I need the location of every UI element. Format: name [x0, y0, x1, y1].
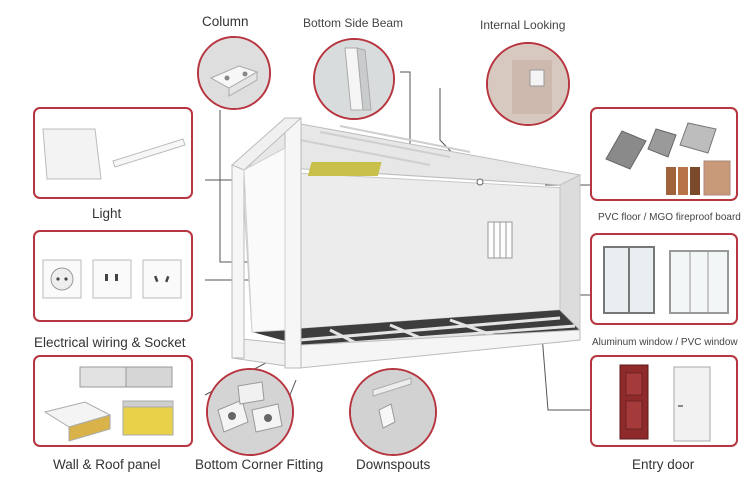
bottom-corner-fitting-photo	[206, 368, 294, 456]
column-photo	[197, 36, 271, 110]
label-pvc-floor: PVC floor / MGO fireproof board	[598, 212, 741, 223]
entry-door-box	[590, 355, 738, 447]
internal-looking-photo	[486, 42, 570, 126]
downspouts-photo	[349, 368, 437, 456]
bottom-side-beam-photo	[313, 38, 395, 120]
label-wall-roof-panel: Wall & Roof panel	[53, 457, 161, 472]
label-electrical: Electrical wiring & Socket	[34, 335, 186, 350]
label-internal-looking: Internal Looking	[480, 18, 566, 32]
label-bottom-side-beam: Bottom Side Beam	[303, 16, 404, 30]
label-bottom-corner-fitting: Bottom Corner Fitting	[195, 457, 324, 472]
label-column: Column	[202, 14, 249, 29]
light-box	[33, 107, 193, 199]
window-box	[590, 233, 738, 325]
pvc-floor-box	[590, 107, 738, 201]
label-light: Light	[92, 206, 122, 221]
wall-roof-panel-box	[33, 355, 193, 447]
electrical-box	[33, 230, 193, 322]
label-window: Aluminum window / PVC window	[592, 337, 738, 348]
container-body	[231, 117, 582, 369]
label-entry-door: Entry door	[632, 457, 695, 472]
label-downspouts: Downspouts	[356, 457, 431, 472]
